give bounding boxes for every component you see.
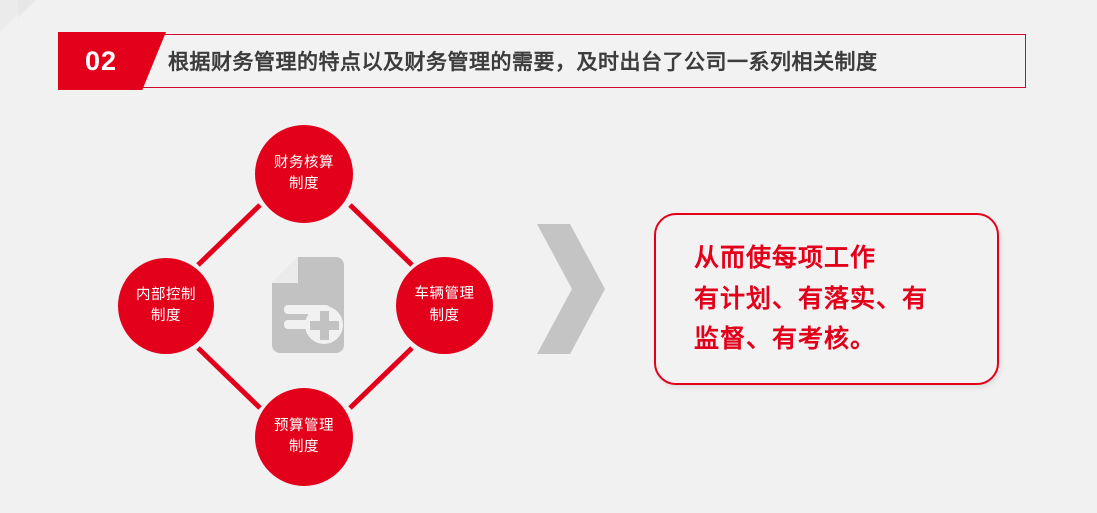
section-header-banner: 02 根据财务管理的特点以及财务管理的需要，及时出台了公司一系列相关制度 <box>58 32 1026 90</box>
result-callout-line-2: 有计划、有落实、有 <box>694 284 929 313</box>
policy-node-top[interactable]: 财务核算 制度 <box>255 125 353 223</box>
result-callout-box: 从而使每项工作 有计划、有落实、有 监督、有考核。 <box>654 213 999 385</box>
policy-node-left[interactable]: 内部控制 制度 <box>118 258 214 354</box>
document-add-icon <box>272 257 344 353</box>
diagram-connector-lines <box>196 203 414 410</box>
policy-node-left-line2: 制度 <box>151 308 181 324</box>
policy-node-bottom-line1: 预算管理 <box>274 417 334 434</box>
policy-node-bottom-line2: 制度 <box>289 439 319 455</box>
policy-node-left-line1: 内部控制 <box>136 286 196 303</box>
section-title: 根据财务管理的特点以及财务管理的需要，及时出台了公司一系列相关制度 <box>168 51 878 74</box>
policy-node-top-line2: 制度 <box>289 176 319 192</box>
policy-node-top-line1: 财务核算 <box>274 154 334 171</box>
policy-node-right-line1: 车辆管理 <box>414 286 475 303</box>
result-callout-line-3: 监督、有考核。 <box>694 325 877 354</box>
section-number-label: 02 <box>85 45 118 76</box>
corner-decoration-triangle-inner <box>18 0 36 18</box>
chevron-right-icon <box>537 224 605 354</box>
policy-diamond-diagram: 财务核算 制度 内部控制 制度 车辆管理 制度 预算管理 制度 <box>100 110 520 500</box>
policy-node-right[interactable]: 车辆管理 制度 <box>396 257 493 354</box>
banner-frame <box>58 34 1026 88</box>
policy-node-bottom[interactable]: 预算管理 制度 <box>255 388 353 486</box>
policy-node-right-line2: 制度 <box>429 307 460 324</box>
result-callout-line-1: 从而使每项工作 <box>694 244 877 273</box>
